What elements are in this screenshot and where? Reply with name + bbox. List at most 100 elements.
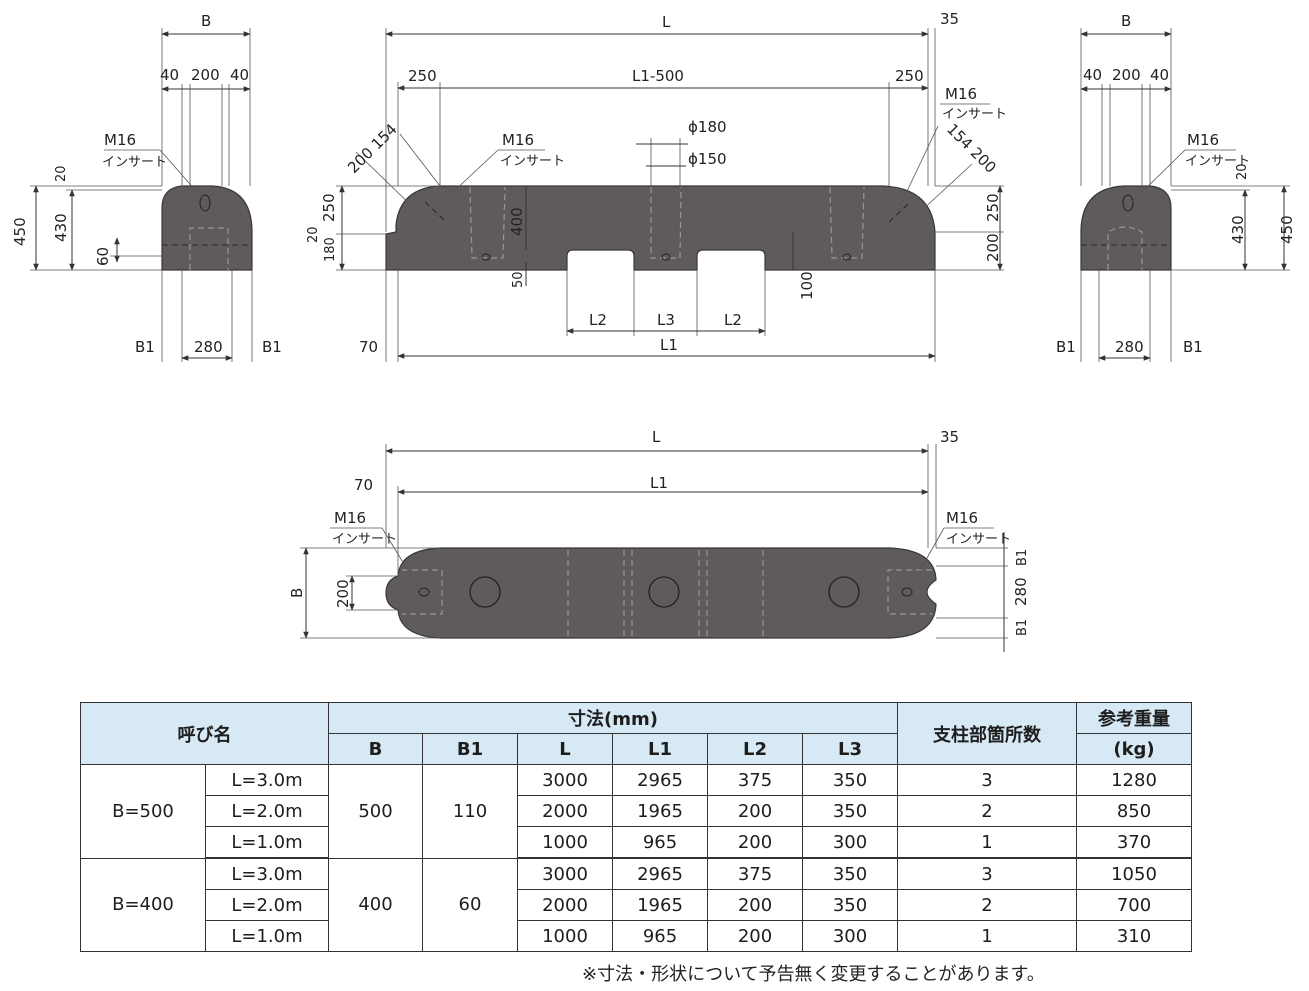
cell-l2: 200 [707,826,803,859]
group-b1: 60 [422,857,518,952]
front-view-insert-right: インサート [942,107,1007,122]
left-view-dim-60: 60 [94,247,112,266]
cell-posts: 3 [897,857,1077,890]
header-col-l: L [517,733,613,765]
header-col-b1: B1 [422,733,518,765]
cell-l2: 375 [707,764,803,796]
group-name: B=500 [80,764,206,859]
table-row: L=1.0m 1000 965 200 300 1 310 [81,920,1192,952]
right-view-dim-430: 430 [1229,215,1247,244]
top-view-insert-left: インサート [332,532,397,547]
left-view-body [161,185,253,271]
cell-posts: 1 [897,826,1077,859]
right-view-m16: M16 [1187,131,1219,149]
left-view-dim-20: 20 [54,165,69,182]
cell-weight: 1280 [1076,764,1192,796]
table-row: L=1.0m 1000 965 200 300 1 370 [81,826,1192,859]
row-sub: L=2.0m [205,795,329,827]
row-sub: L=3.0m [205,857,329,890]
top-view-m16-left: M16 [334,509,366,527]
row-sub: L=2.0m [205,889,329,921]
cell-weight: 370 [1076,826,1192,859]
cell-l: 2000 [517,889,613,921]
front-view-m16-left: M16 [502,131,534,149]
row-sub: L=1.0m [205,826,329,859]
group-b1: 110 [422,764,518,859]
group-b: 500 [328,764,423,859]
right-view-body [1080,185,1172,271]
left-view-dim-200: 200 [191,66,220,84]
cell-l: 2000 [517,795,613,827]
header-name: 呼び名 [80,702,329,765]
front-view-dim-20-left: 20 [306,226,321,243]
cell-l3: 350 [802,857,898,890]
front-view-dim-400: 400 [508,207,526,236]
cell-weight: 310 [1076,920,1192,952]
right-view-dim-20: 20 [1235,163,1250,180]
top-view-dim-280: 280 [1012,577,1030,606]
front-view-insert-left: インサート [500,154,565,169]
cell-l: 1000 [517,826,613,859]
cell-l3: 350 [802,889,898,921]
header-weight-unit: (kg) [1076,733,1192,765]
header-col-l3: L3 [802,733,898,765]
header-dims: 寸法(mm) [328,702,898,734]
right-view-dim-200: 200 [1112,66,1141,84]
cell-l1: 965 [612,826,708,859]
header-posts: 支柱部箇所数 [897,702,1077,765]
left-view-m16: M16 [104,131,136,149]
right-view-dim-b: B [1121,12,1131,30]
table-row: L=2.0m 2000 1965 200 350 2 700 [81,889,1192,921]
top-view-m16-right: M16 [946,509,978,527]
cell-l2: 200 [707,795,803,827]
cell-l1: 965 [612,920,708,952]
cell-l1: 2965 [612,764,708,796]
front-view-dim-250a: 250 [408,67,437,85]
top-view-dim-b: B [288,588,306,598]
left-view-insert: インサート [102,155,167,170]
front-view-dim-70: 70 [359,338,378,356]
cell-l2: 375 [707,857,803,890]
left-view-dim-b1b: B1 [262,338,282,356]
top-view-dim-l: L [652,428,661,446]
row-sub: L=3.0m [205,764,329,796]
cell-l1: 1965 [612,889,708,921]
right-view-dim-b1b: B1 [1183,338,1203,356]
table-row: L=2.0m 2000 1965 200 350 2 850 [81,795,1192,827]
left-view-dim-450: 450 [11,217,29,246]
front-view-phi180: ϕ180 [688,118,727,136]
header-col-l2: L2 [707,733,803,765]
technical-drawing: B 40 200 40 M16 インサート 20 450 430 60 B1 2… [11,10,1296,652]
cell-weight: 1050 [1076,857,1192,890]
right-view-insert: インサート [1185,154,1250,169]
front-view-dim-35: 35 [940,10,959,28]
front-view-dim-154-200-right: 154 200 [943,120,1000,177]
front-view-dim-l1: L1 [660,336,678,354]
top-view-body [385,547,937,639]
front-view-dim-250b: 250 [895,67,924,85]
group-name: B=400 [80,857,206,952]
cell-l2: 200 [707,920,803,952]
right-view-dim-450: 450 [1278,215,1296,244]
cell-posts: 2 [897,889,1077,921]
right-view-dim-b1a: B1 [1056,338,1076,356]
cell-l1: 2965 [612,857,708,890]
left-view-dim-b1a: B1 [135,338,155,356]
top-view-insert-right: インサート [946,532,1011,547]
front-view-dim-l: L [662,13,671,31]
cell-l3: 300 [802,826,898,859]
left-view-dim-40b: 40 [230,66,249,84]
front-view-dim-180-left: 180 [323,237,338,262]
front-view-dim-l2b: L2 [724,311,742,329]
header-col-b: B [328,733,423,765]
cell-l3: 300 [802,920,898,952]
cell-l3: 350 [802,764,898,796]
front-view-dim-250-left: 250 [320,193,338,222]
front-view: L 35 250 L1-500 250 ϕ180 ϕ150 200 154 M1… [306,10,1007,362]
front-view-dim-l3: L3 [657,311,675,329]
row-sub: L=1.0m [205,920,329,952]
top-view-dim-l1: L1 [650,474,668,492]
left-view-dim-40a: 40 [160,66,179,84]
cell-l3: 350 [802,795,898,827]
front-view-dim-100: 100 [798,271,816,300]
